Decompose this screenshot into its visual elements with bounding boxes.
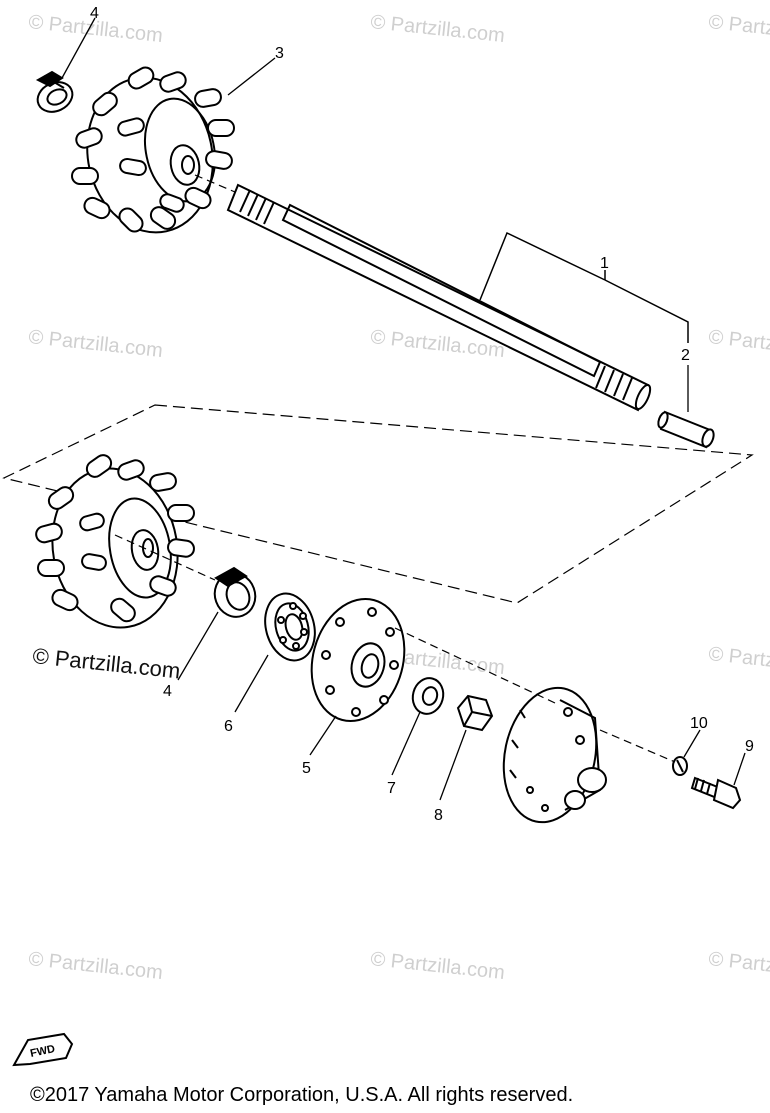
lower-sprocket (35, 454, 195, 629)
watermark: © Partzilla.com (707, 326, 770, 362)
watermark-dark: © Partzilla.com (31, 643, 181, 683)
drive-hub (502, 686, 607, 824)
drive-shaft (226, 183, 652, 412)
watermark: © Partzilla.com (707, 948, 770, 984)
callout-10: 10 (690, 715, 708, 732)
callout-4-bottom: 4 (163, 683, 172, 700)
flange-plate (310, 597, 406, 723)
watermark: © Partzilla.com (707, 11, 770, 47)
lock-washer (672, 756, 688, 776)
callout-9: 9 (745, 738, 754, 755)
callout-7: 7 (387, 780, 396, 797)
washer (411, 677, 445, 715)
pin (657, 410, 715, 449)
bolt (690, 776, 742, 810)
leader-lines-lower (177, 611, 746, 801)
bearing (264, 592, 316, 662)
fwd-label: FWD (29, 1043, 56, 1060)
bracket-part-1 (479, 231, 689, 343)
fwd-arrow-icon: FWD (12, 1032, 74, 1067)
callout-3: 3 (275, 45, 284, 62)
watermark: © Partzilla.com (369, 11, 505, 47)
upper-hose-clamp (35, 70, 74, 113)
watermark: © Partzilla.com (27, 948, 163, 984)
lower-hose-clamp (213, 566, 257, 618)
shaft-centerline (194, 174, 236, 193)
centerlines-lower (114, 534, 676, 763)
callout-6: 6 (224, 718, 233, 735)
callout-8: 8 (434, 807, 443, 824)
upper-sprocket (71, 66, 235, 234)
assembly-outline (2, 404, 754, 604)
copyright-notice: ©2017 Yamaha Motor Corporation, U.S.A. A… (30, 1084, 573, 1106)
leader-lines-upper (61, 17, 689, 412)
watermark: © Partzilla.com (369, 948, 505, 984)
watermark: © Partzilla.com (707, 643, 770, 679)
watermark: © Partzilla.com (27, 326, 163, 362)
nut (456, 694, 494, 732)
callout-1: 1 (600, 255, 609, 272)
callout-labels: 1 2 3 4 4 5 6 7 8 9 10 (90, 5, 754, 824)
callout-4-top: 4 (90, 5, 99, 22)
callout-2: 2 (681, 347, 690, 364)
callout-5: 5 (302, 760, 311, 777)
